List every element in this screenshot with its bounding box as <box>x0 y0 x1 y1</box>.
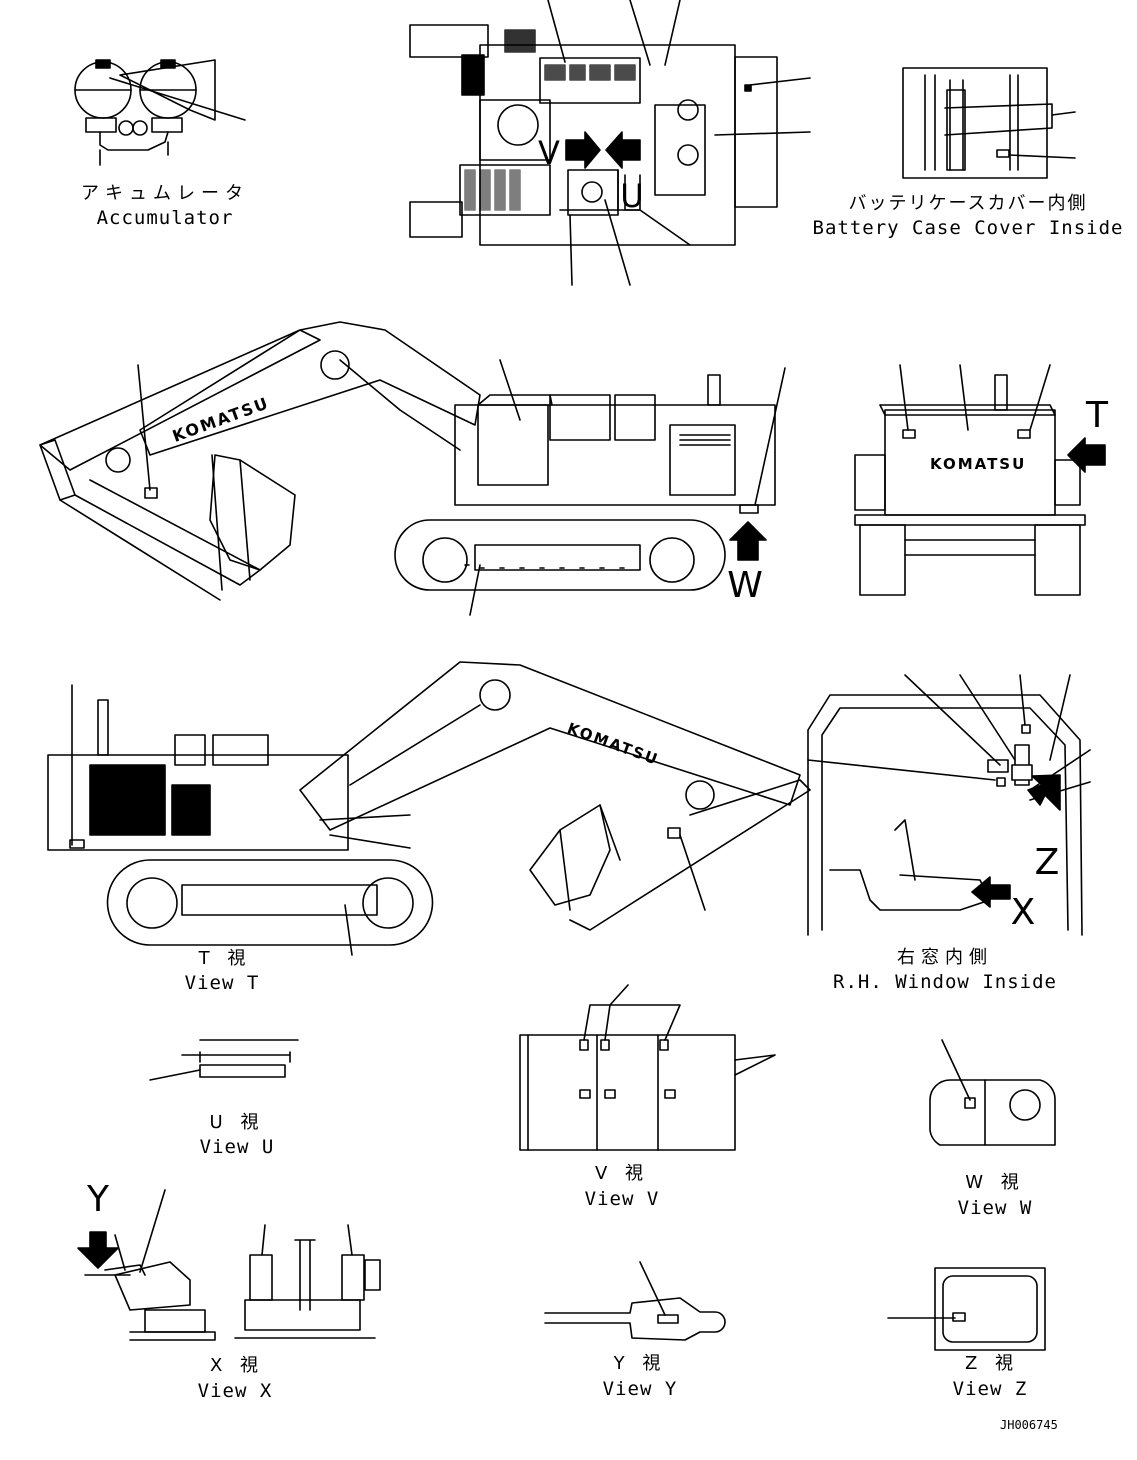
view-u-label-jp: U 視 <box>209 1112 265 1133</box>
komatsu-logo-2: KOMATSU <box>930 455 1027 473</box>
callout-y: Y <box>87 1179 109 1220</box>
view-x-label-en: View X <box>197 1380 273 1402</box>
view-z-drawing <box>887 1267 1046 1351</box>
rear-view <box>854 364 1106 596</box>
view-y-drawing <box>544 1261 726 1341</box>
view-u-label-en: View U <box>199 1136 275 1158</box>
callout-t: T <box>1086 395 1108 436</box>
battery-cover-label-en: Battery Case Cover Inside <box>812 217 1124 239</box>
view-v-drawing <box>519 984 776 1151</box>
battery-cover-drawing <box>902 67 1076 179</box>
view-z-label-jp: Z 視 <box>964 1353 1020 1374</box>
view-u-drawing <box>149 1039 299 1081</box>
view-w-label-en: View W <box>957 1197 1033 1219</box>
side-view-left <box>47 661 811 956</box>
view-x-label-jp: X 視 <box>209 1355 265 1376</box>
accumulator-drawing <box>74 59 246 166</box>
accumulator-label-jp: アキュムレータ <box>81 183 249 204</box>
view-w-drawing <box>929 1039 1056 1146</box>
top-plan-view <box>409 0 811 286</box>
view-t-label-en: View T <box>184 972 260 994</box>
view-x-drawing <box>77 1189 381 1341</box>
callout-z: Z <box>1034 842 1060 883</box>
view-z-label-en: View Z <box>952 1378 1028 1400</box>
rh-window-label-jp: 右窓内側 <box>897 947 993 968</box>
view-v-label-en: View V <box>584 1188 660 1210</box>
accumulator-label-en: Accumulator <box>96 207 234 229</box>
rh-window-label-en: R.H. Window Inside <box>833 971 1057 993</box>
callout-u: U <box>620 177 644 215</box>
view-y-label-jp: Y 視 <box>613 1353 667 1374</box>
callout-x: X <box>1010 892 1036 933</box>
callout-v: V <box>538 134 560 172</box>
view-y-label-en: View Y <box>602 1378 678 1400</box>
callout-w: W <box>727 565 763 606</box>
view-v-label-jp: V 視 <box>594 1163 650 1184</box>
view-t-label-jp: T 視 <box>198 948 252 969</box>
view-w-label-jp: W 視 <box>965 1172 1025 1193</box>
battery-cover-label-jp: バッテリケースカバー内側 <box>848 193 1088 214</box>
drawing-code: JH006745 <box>1000 1418 1058 1432</box>
rh-window-drawing <box>807 674 1091 936</box>
side-view-right <box>39 321 786 616</box>
